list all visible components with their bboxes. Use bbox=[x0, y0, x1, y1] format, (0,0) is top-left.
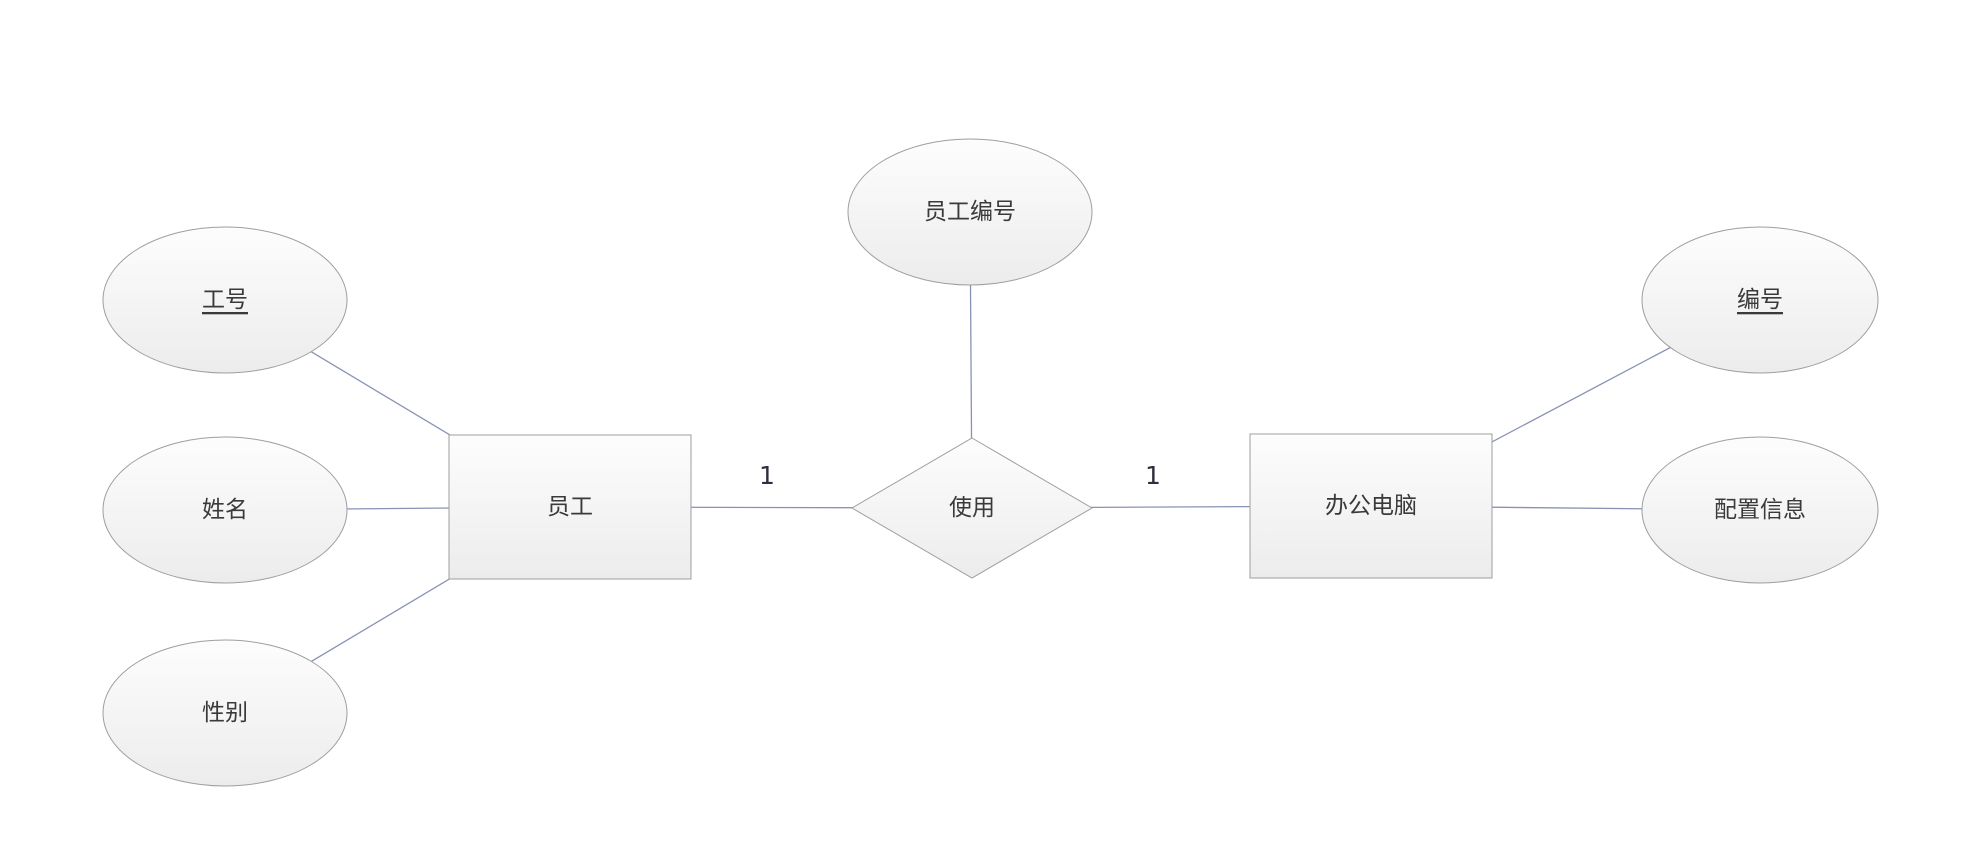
cardinality-left-label: 1 bbox=[759, 461, 775, 490]
entity-employee-label: 员工 bbox=[547, 494, 593, 520]
attribute-employee-number-node: 员工编号 bbox=[847, 138, 1093, 286]
entity-employee-rect bbox=[448, 434, 692, 580]
attribute-config-info-ellipse bbox=[1641, 436, 1879, 584]
attribute-worker-id-node: 工号 bbox=[102, 226, 348, 374]
relationship-use-diamond bbox=[851, 437, 1093, 579]
entity-computer-rect bbox=[1249, 433, 1493, 579]
relationship-use-label: 使用 bbox=[949, 495, 995, 521]
attribute-worker-id-label: 工号 bbox=[202, 287, 248, 313]
attribute-gender-ellipse bbox=[102, 639, 348, 787]
attribute-computer-id-node: 编号 bbox=[1641, 226, 1879, 374]
attribute-config-info-node: 配置信息 bbox=[1641, 436, 1879, 584]
cardinality-right-label: 1 bbox=[1145, 461, 1161, 490]
attribute-name-ellipse bbox=[102, 436, 348, 584]
attribute-gender-node: 性别 bbox=[102, 639, 348, 787]
attribute-computer-id-label: 编号 bbox=[1737, 287, 1783, 313]
attribute-name-label: 姓名 bbox=[202, 497, 248, 523]
attribute-worker-id-ellipse bbox=[102, 226, 348, 374]
entity-computer-node: 办公电脑 bbox=[1249, 433, 1493, 579]
attribute-config-info-label: 配置信息 bbox=[1714, 497, 1806, 523]
attribute-employee-number-label: 员工编号 bbox=[924, 199, 1016, 225]
entity-computer-label: 办公电脑 bbox=[1325, 493, 1417, 519]
attribute-employee-number-ellipse bbox=[847, 138, 1093, 286]
entity-employee-node: 员工 bbox=[448, 434, 692, 580]
relationship-use-node: 使用 bbox=[851, 437, 1093, 579]
attribute-gender-label: 性别 bbox=[202, 700, 248, 726]
attribute-computer-id-ellipse bbox=[1641, 226, 1879, 374]
attribute-name-node: 姓名 bbox=[102, 436, 348, 584]
